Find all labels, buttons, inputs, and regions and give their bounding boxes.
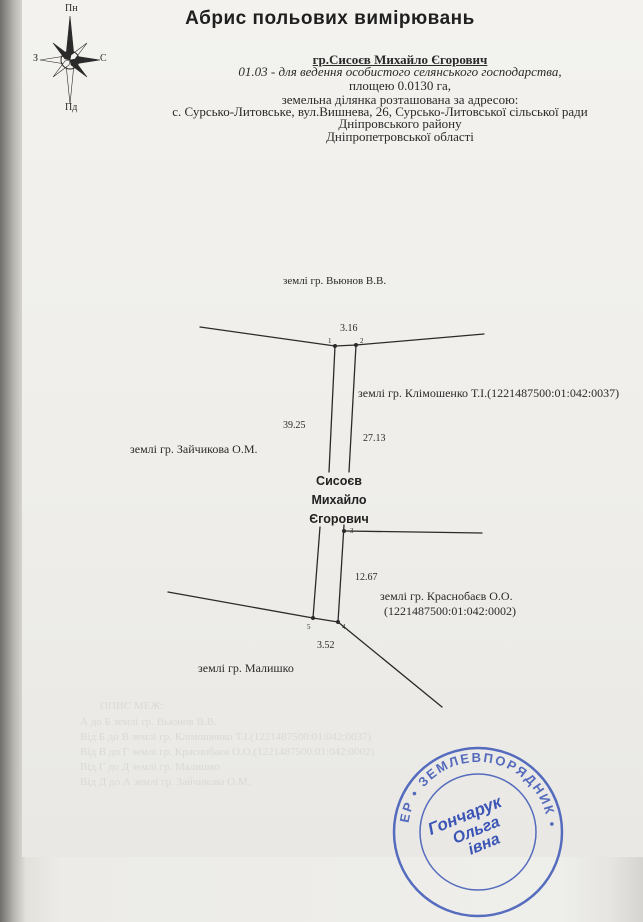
dimension-bottom: 3.52 (317, 640, 335, 651)
plot-owner-patronymic: Єгорович (309, 512, 369, 526)
point-1-label: 1 (328, 337, 332, 345)
neighbor-west-label: землі гр. Зайчикова О.М. (130, 442, 258, 456)
neighbor-east-lower-label: землі гр. Краснобаєв О.О. (380, 589, 513, 603)
neighbor-south-label: землі гр. Малишко (198, 661, 294, 675)
compass-west-label: З (33, 53, 39, 64)
plot-owner-surname: Сисоєв (316, 474, 362, 488)
document-sheet (22, 0, 643, 857)
plot-bottom-edge (312, 617, 339, 623)
surveyor-stamp: ЕР • ЗЕМЛЕВПОРЯДНИК • (392, 746, 564, 918)
land-purpose: 01.03 - для ведення особистого селянсько… (238, 64, 562, 79)
plot-right-edge-lower (337, 524, 345, 623)
point-3-label: 3 (350, 527, 354, 535)
survey-point-4 (336, 620, 340, 624)
address-line-3: Дніпровського району (338, 116, 462, 131)
neighbor-east-upper-label: землі гр. Клімошенко Т.І.(1221487500:01:… (358, 386, 620, 400)
document-title: Абрис польових вимірювань (185, 8, 475, 29)
survey-point-3 (342, 529, 346, 533)
plot-owner-firstname: Михайло (311, 493, 367, 507)
plot-top-edge (334, 344, 357, 347)
compass-rose-icon (39, 15, 101, 105)
compass-south-label: Пд (65, 102, 78, 113)
plot-owner-label: Сисоєв Михайло Єгорович (296, 472, 382, 529)
plot-sketch (167, 326, 485, 708)
address-line-1: земельна ділянка розташована за адресою: (281, 92, 519, 107)
owner-name: гр.Сисоєв Михайло Єгорович (312, 52, 488, 67)
dimension-right-lower: 12.67 (355, 572, 378, 583)
survey-point-1 (333, 344, 337, 348)
plot-right-edge-upper (348, 344, 357, 473)
dimension-top: 3.16 (340, 323, 358, 334)
plot-left-edge-upper (328, 345, 336, 473)
north-boundary-west (199, 326, 336, 347)
land-area: площею 0.0130 га, (348, 78, 452, 93)
south-east-boundary (337, 621, 443, 708)
neighbor-east-lower-cadastral: (1221487500:01:042:0002) (384, 604, 516, 618)
north-boundary-east (355, 333, 485, 346)
compass-east-label: С (100, 53, 107, 64)
dimension-left: 39.25 (283, 420, 306, 431)
address-line-4: Дніпропетровської області (326, 129, 474, 144)
plot-left-edge-lower (312, 526, 321, 619)
dimension-right-upper: 27.13 (363, 433, 386, 444)
south-boundary-west (167, 591, 314, 619)
point-5-label: 5 (307, 623, 311, 631)
survey-point-2 (354, 343, 358, 347)
east-lower-boundary (343, 530, 483, 534)
compass-north-label: Пн (65, 3, 78, 14)
point-4-label: 4 (342, 623, 346, 631)
address-line-2: с. Сурсько-Литовське, вул.Вишнева, 26, С… (172, 104, 588, 119)
point-2-label: 2 (360, 337, 364, 345)
neighbor-north-label: землі гр. Вьюнов В.В. (283, 275, 387, 287)
survey-point-5 (311, 616, 315, 620)
